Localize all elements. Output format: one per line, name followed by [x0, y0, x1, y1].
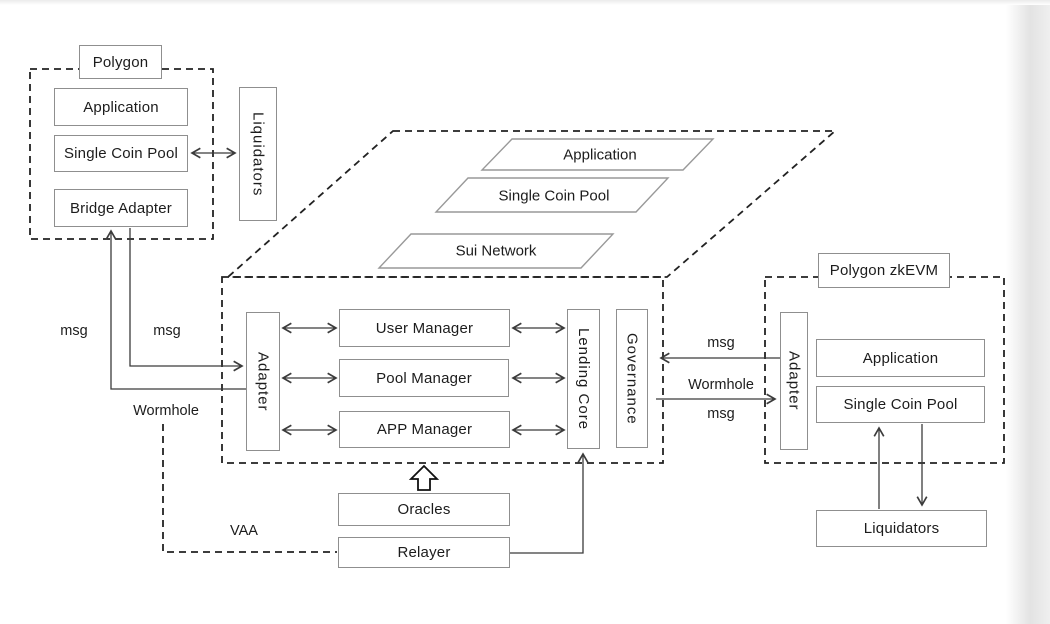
zkevm-liquidators-box: Liquidators — [816, 510, 987, 547]
edge-label-msg-to-governance: msg — [707, 335, 735, 351]
app-manager-box: APP Manager — [339, 411, 510, 448]
lending-core-box: Lending Core — [567, 309, 600, 449]
zkevm-single-coin-pool-box: Single Coin Pool — [816, 386, 985, 423]
relayer-label: Relayer — [397, 544, 451, 561]
app-manager-label: APP Manager — [376, 421, 473, 438]
sui-core-dashed-boundary — [221, 276, 664, 464]
pool-manager-box: Pool Manager — [339, 359, 509, 397]
zkevm-dashed-boundary — [764, 276, 1005, 464]
sui-top-face-dashed-boundary — [225, 130, 838, 278]
zkevm-application-box: Application — [816, 339, 985, 377]
edge-label-wormhole-left: Wormhole — [133, 403, 199, 419]
edge-label-msg-left-outer: msg — [60, 323, 88, 339]
zkevm-adapter-label: Adapter — [785, 351, 803, 411]
oracles-label: Oracles — [397, 501, 451, 518]
zkevm-single-coin-pool-label: Single Coin Pool — [843, 396, 958, 413]
edge-label-msg-left-inner: msg — [153, 323, 181, 339]
user-manager-box: User Manager — [339, 309, 510, 347]
lending-core-label: Lending Core — [575, 327, 592, 431]
polygon-bridge-adapter-label: Bridge Adapter — [69, 199, 173, 217]
oracles-feed-block-arrow-icon — [408, 464, 440, 491]
polygon-group-title: Polygon — [79, 45, 162, 79]
zkevm-group-title-label: Polygon zkEVM — [829, 262, 939, 279]
pool-manager-label: Pool Manager — [376, 369, 472, 387]
polygon-single-coin-pool-box: Single Coin Pool — [54, 135, 188, 172]
sui-layer-application-label: Application — [563, 146, 637, 164]
oracles-box: Oracles — [338, 493, 510, 526]
polygon-group-title-label: Polygon — [92, 53, 149, 71]
governance-box: Governance — [616, 309, 648, 448]
page-right-edge-shadow — [1006, 0, 1050, 624]
arrow-adapter-to-bridgeadapter — [105, 229, 246, 390]
sui-adapter-label: Adapter — [254, 351, 272, 412]
sui-layer-sui-network-shape — [377, 233, 615, 269]
sui-layer-application-shape — [480, 138, 715, 171]
polygon-application-label: Application — [83, 98, 159, 116]
zkevm-adapter-box: Adapter — [780, 312, 808, 450]
zkevm-liquidators-label: Liquidators — [863, 520, 940, 537]
polygon-liquidators-box: Liquidators — [239, 87, 277, 221]
arrow-bridgeadapter-to-adapter — [129, 228, 244, 372]
page-top-edge-shadow — [0, 0, 1050, 5]
sui-adapter-box: Adapter — [246, 312, 280, 451]
relayer-box: Relayer — [338, 537, 510, 568]
zkevm-group-title: Polygon zkEVM — [818, 253, 950, 288]
polygon-liquidators-label: Liquidators — [249, 111, 267, 197]
zkevm-application-label: Application — [862, 349, 939, 367]
sui-layer-single-coin-pool-label: Single Coin Pool — [498, 187, 610, 205]
sui-layer-single-coin-pool-shape — [434, 177, 670, 213]
arrow-relayer-to-lendingcore — [510, 452, 589, 554]
polygon-bridge-adapter-box: Bridge Adapter — [54, 189, 188, 227]
edge-label-wormhole-right: Wormhole — [688, 377, 754, 393]
edge-label-msg-to-adapter: msg — [707, 406, 735, 422]
polygon-application-box: Application — [54, 88, 188, 126]
polygon-single-coin-pool-label: Single Coin Pool — [63, 145, 179, 162]
user-manager-label: User Manager — [375, 319, 474, 337]
sui-layer-sui-network-label: Sui Network — [455, 242, 537, 260]
edge-label-vaa: VAA — [230, 523, 258, 539]
vaa-dashed-connector — [162, 424, 337, 553]
governance-label: Governance — [623, 332, 641, 425]
